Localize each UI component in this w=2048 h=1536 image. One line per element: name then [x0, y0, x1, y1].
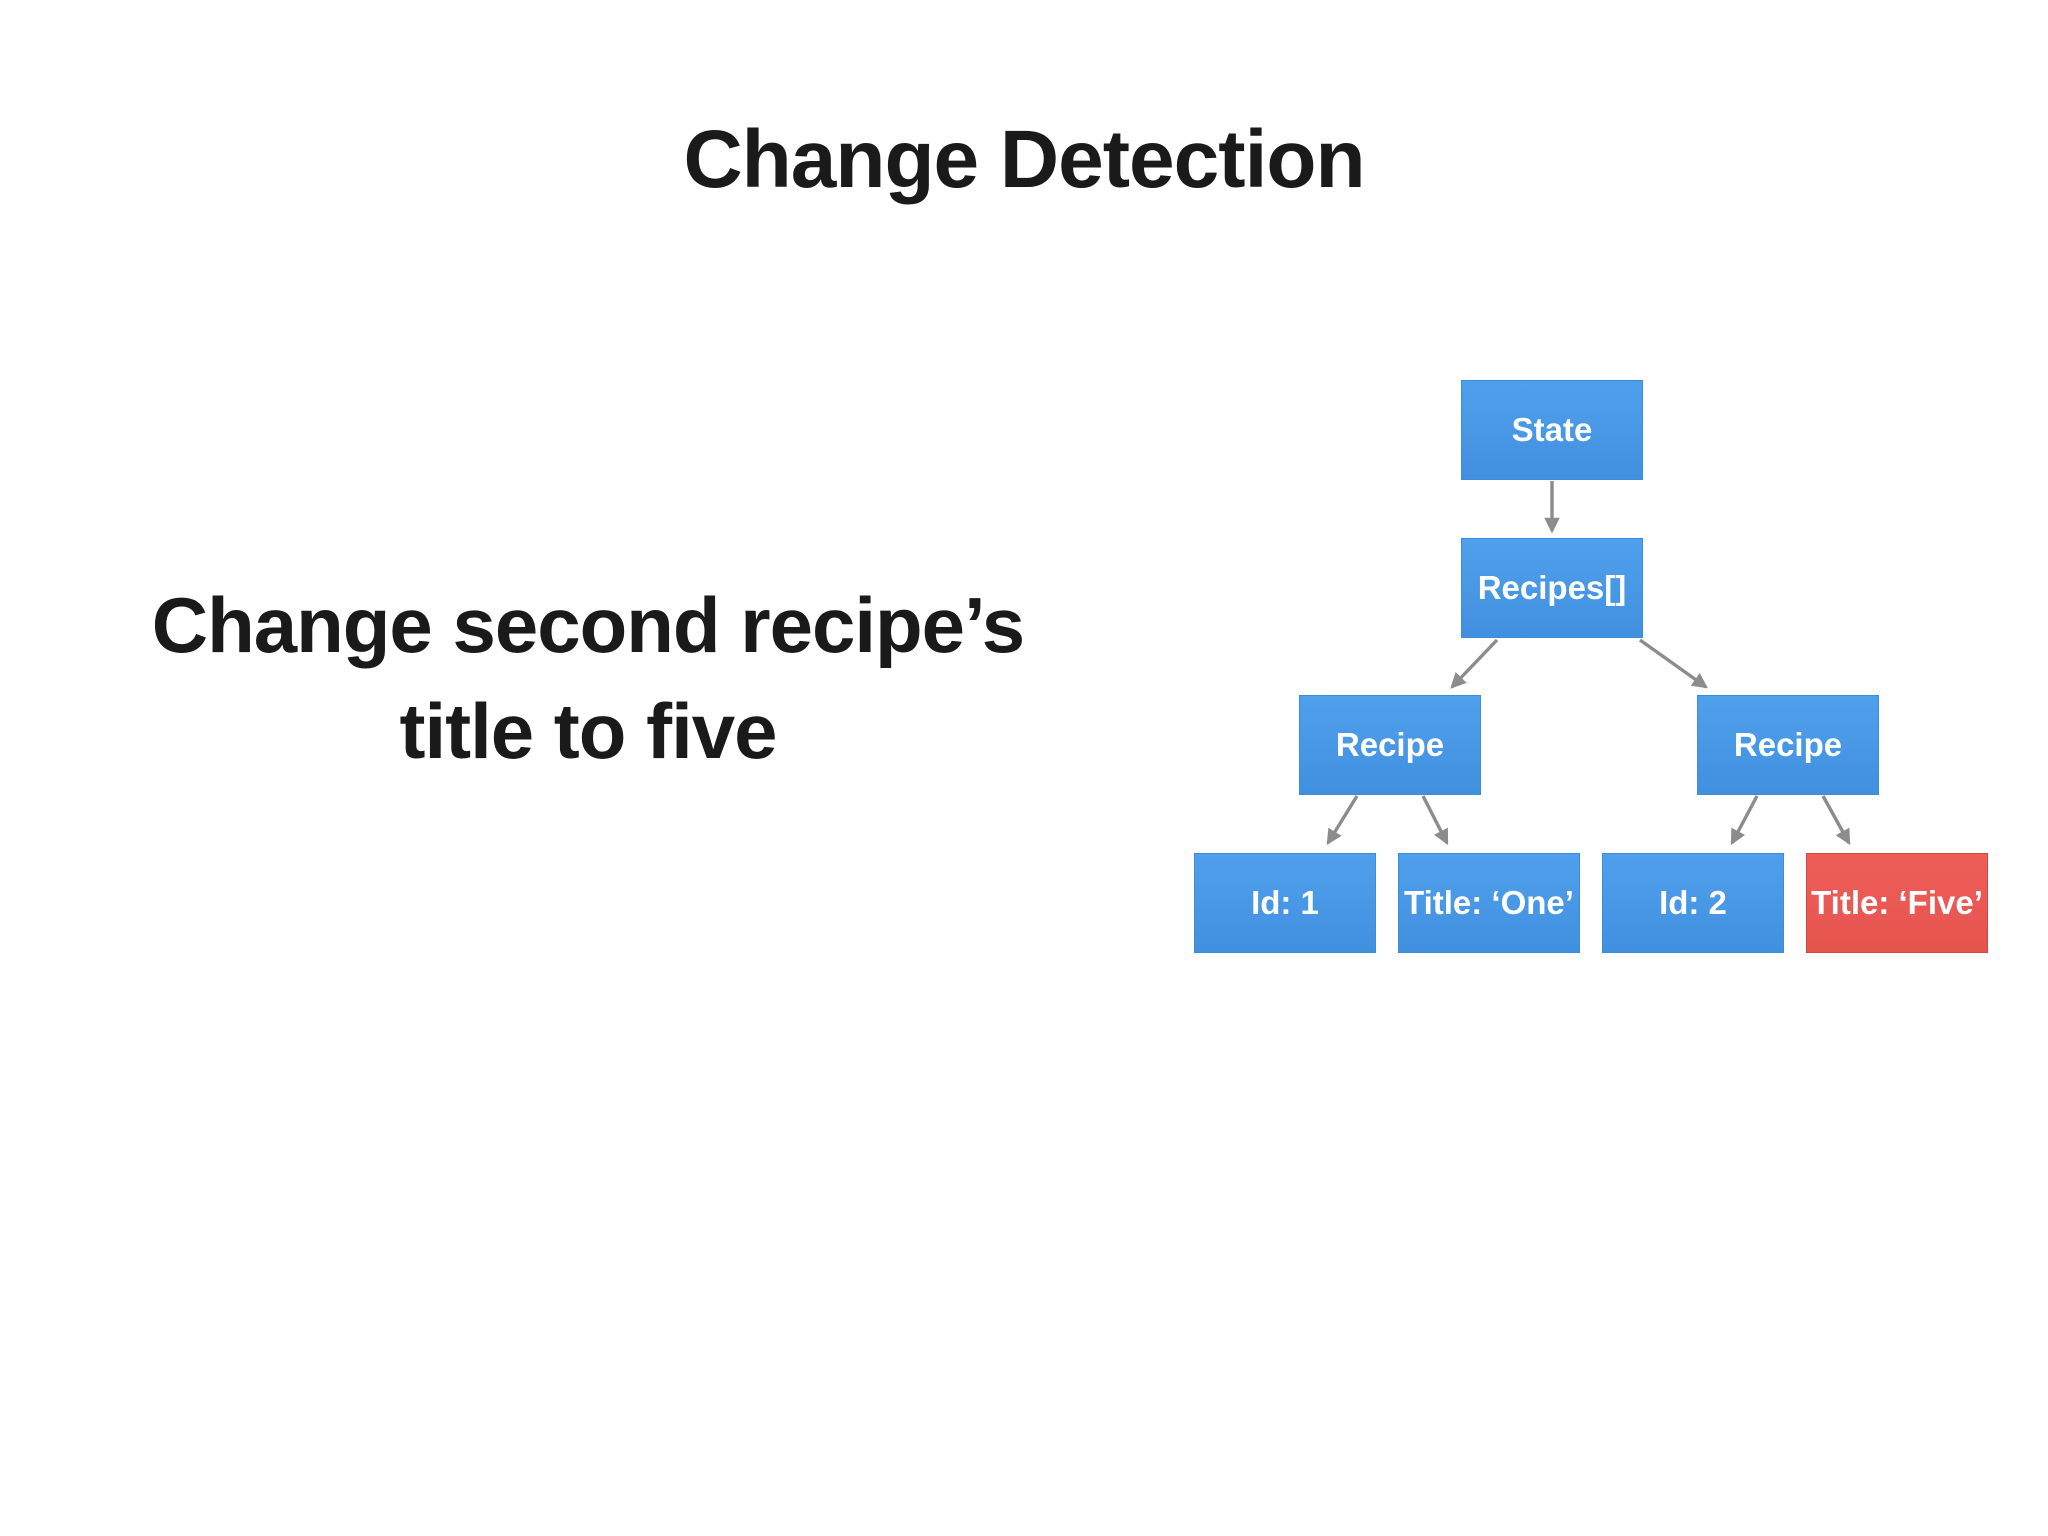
node-title-five: Title: ‘Five’	[1806, 853, 1988, 953]
arrow-recipe-left-to-title-one	[1421, 795, 1449, 846]
node-recipes-array: Recipes[]	[1461, 538, 1643, 638]
arrow-recipe-right-to-title-five	[1821, 795, 1851, 846]
node-id-1: Id: 1	[1194, 853, 1376, 953]
caption-line-1: Change second recipe’s	[151, 581, 1025, 669]
node-title-one: Title: ‘One’	[1398, 853, 1580, 953]
slide-title: Change Detection	[683, 114, 1365, 205]
caption-line-2: title to five	[399, 687, 777, 775]
node-recipe-left: Recipe	[1299, 695, 1481, 795]
caption: Change second recipe’s title to five	[98, 572, 1078, 784]
arrow-recipes-to-recipe-right	[1639, 638, 1708, 689]
arrow-recipes-to-recipe-left	[1450, 638, 1499, 689]
arrow-recipe-left-to-id-1	[1326, 795, 1359, 845]
node-id-2: Id: 2	[1602, 853, 1784, 953]
arrow-recipe-right-to-id-2	[1730, 795, 1759, 846]
node-state: State	[1461, 380, 1643, 480]
node-recipe-right: Recipe	[1697, 695, 1879, 795]
